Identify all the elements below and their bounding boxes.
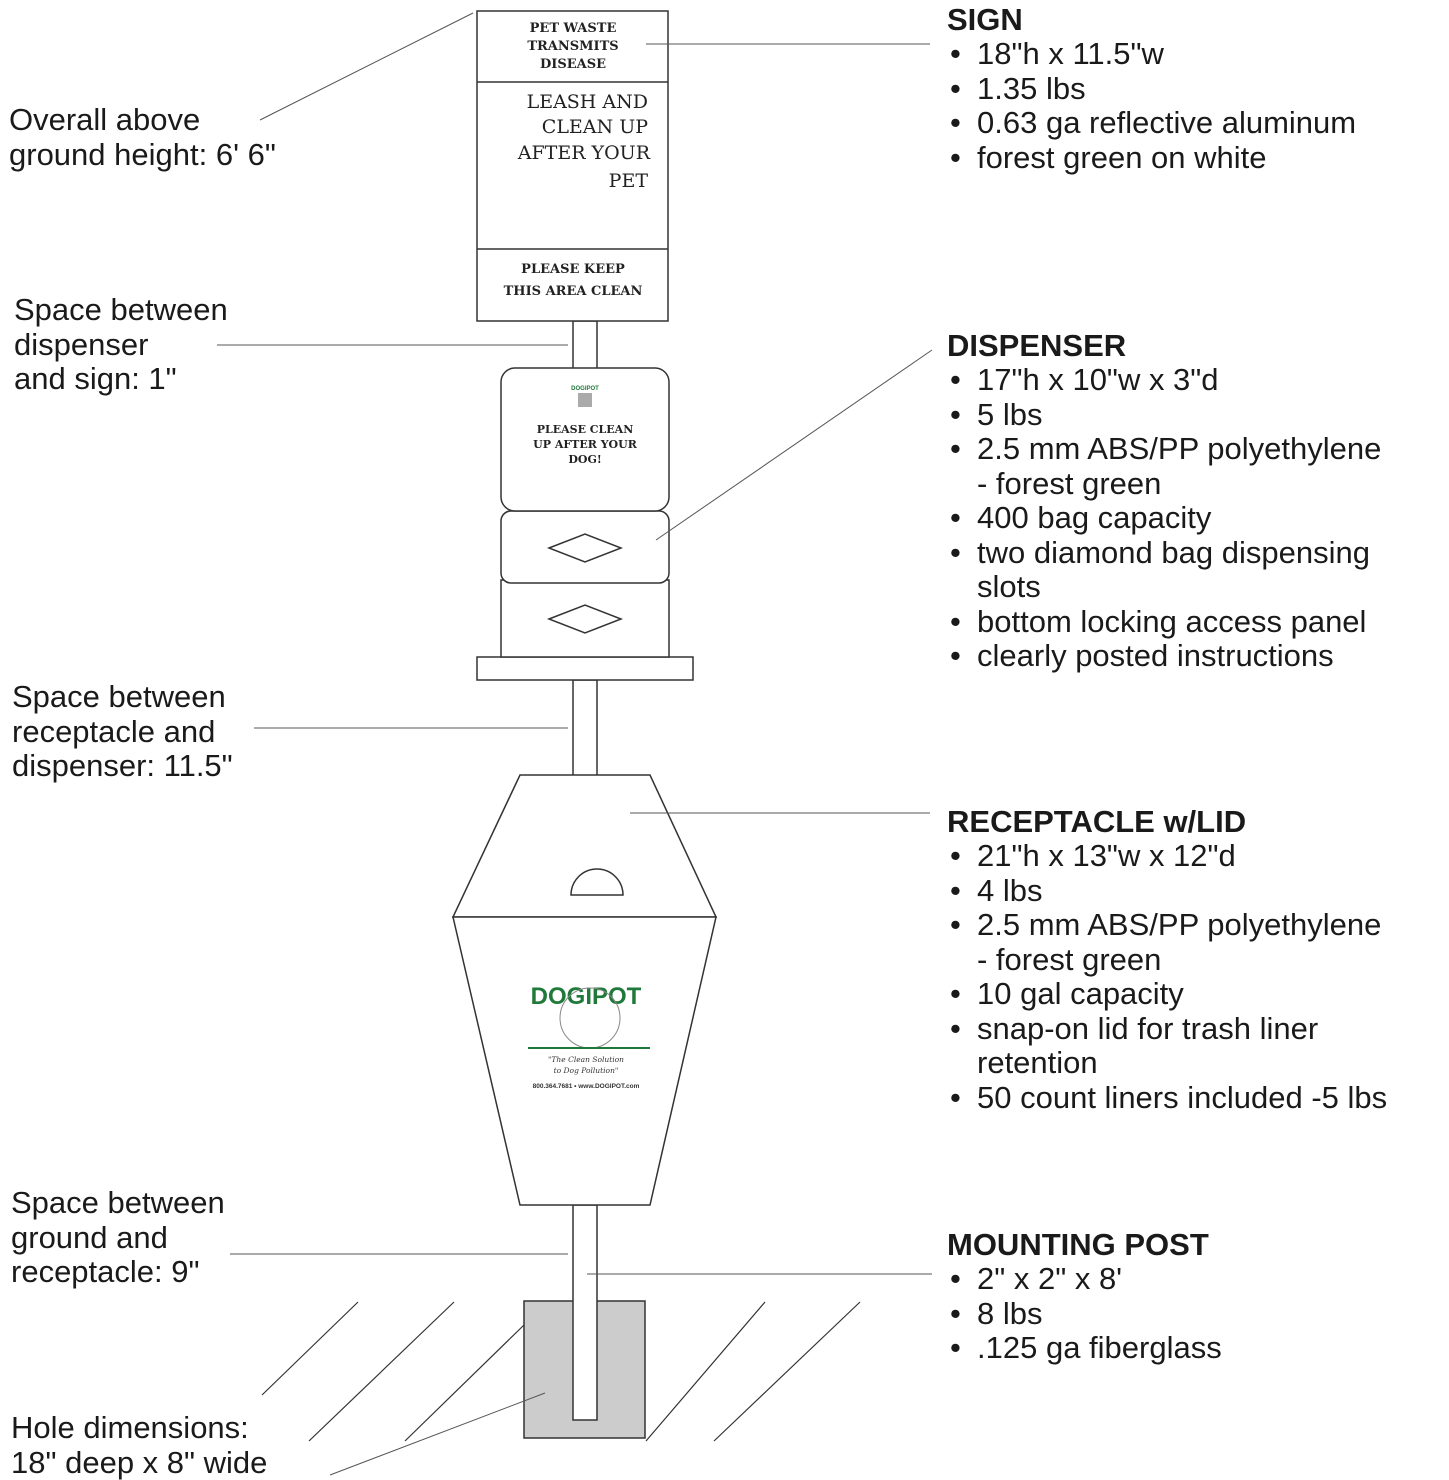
dispenser-text-2: UP AFTER YOUR bbox=[533, 438, 638, 451]
spec-item: •0.63 ga reflective aluminum bbox=[950, 105, 1357, 140]
spec-item: •1.35 lbs bbox=[950, 70, 1086, 106]
receptacle-contact: 800.364.7681 • www.DOGIPOT.com bbox=[533, 1083, 640, 1090]
sign-top-3: DISEASE bbox=[540, 57, 606, 72]
spec-receptacle: RECEPTACLE w/LID •21"h x 13"w x 12"d •4 … bbox=[947, 805, 1387, 1115]
sign-top-1: PET WASTE bbox=[530, 21, 617, 36]
spec-item: •8 lbs bbox=[950, 1295, 1043, 1331]
spec-item: •snap-on lid for trash liner bbox=[950, 1010, 1319, 1046]
spec-item: •18"h x 11.5"w bbox=[950, 36, 1164, 71]
spec-item: •2.5 mm ABS/PP polyethylene bbox=[950, 431, 1382, 466]
receptacle: DOGIPOT "The Clean Solution to Dog Pollu… bbox=[451, 774, 718, 1206]
hole-dimensions-label: Hole dimensions: 18" deep x 8" wide bbox=[11, 1410, 268, 1480]
spec-item-continued: retention bbox=[977, 1045, 1098, 1080]
ground-gap-label: Space between ground and receptacle: 9" bbox=[11, 1185, 225, 1289]
sign-gap-label: Space between dispenser and sign: 1" bbox=[14, 292, 228, 396]
spec-post: MOUNTING POST •2" x 2" x 8' •8 lbs •.125… bbox=[947, 1228, 1222, 1366]
spec-item: •17"h x 10"w x 3"d bbox=[950, 362, 1219, 397]
receptacle-tagline-2: to Dog Pollution" bbox=[554, 1066, 619, 1075]
sign-mid-4: PET bbox=[609, 170, 649, 192]
dispenser-shelf bbox=[476, 656, 694, 681]
receptacle-body bbox=[452, 916, 717, 1206]
sign-bottom-2: THIS AREA CLEAN bbox=[504, 284, 643, 299]
diamond-slot-upper-icon bbox=[546, 533, 624, 563]
spec-item: •50 count liners included -5 lbs bbox=[950, 1079, 1388, 1115]
sign: PET WASTE TRANSMITS DISEASE LEASH AND CL… bbox=[476, 10, 669, 322]
spec-dispenser: DISPENSER •17"h x 10"w x 3"d •5 lbs •2.5… bbox=[947, 329, 1381, 674]
dispenser-top bbox=[500, 367, 670, 512]
spec-item: •21"h x 13"w x 12"d bbox=[950, 838, 1236, 873]
spec-item-continued: slots bbox=[977, 569, 1041, 604]
spec-item: •2.5 mm ABS/PP polyethylene bbox=[950, 907, 1382, 942]
dispenser-text-3: DOG! bbox=[568, 453, 601, 466]
sign-mid-2: CLEAN UP bbox=[542, 116, 648, 138]
diamond-slot-lower-icon bbox=[546, 604, 624, 634]
spec-post-title: MOUNTING POST bbox=[947, 1227, 1209, 1262]
spec-item-continued: - forest green bbox=[977, 941, 1162, 977]
receptacle-tagline-1: "The Clean Solution bbox=[548, 1055, 624, 1064]
spec-item: •400 bag capacity bbox=[950, 500, 1212, 535]
dispenser-text-1: PLEASE CLEAN bbox=[537, 423, 634, 436]
spec-item: •.125 ga fiberglass bbox=[950, 1330, 1222, 1365]
spec-item: •10 gal capacity bbox=[950, 976, 1184, 1011]
spec-item: •bottom locking access panel bbox=[950, 603, 1367, 639]
spec-receptacle-title: RECEPTACLE w/LID bbox=[947, 804, 1247, 839]
sign-panel bbox=[476, 10, 669, 322]
dispenser-logo: DOGIPOT bbox=[571, 386, 599, 392]
leader-lines bbox=[217, 12, 933, 1476]
spec-sign-title: SIGN bbox=[947, 2, 1023, 37]
dispenser-gap-label: Space between receptacle and dispenser: … bbox=[12, 679, 233, 783]
spec-item: •clearly posted instructions bbox=[950, 638, 1334, 673]
spec-item: •2" x 2" x 8' bbox=[950, 1261, 1123, 1296]
sign-mid-3: AFTER YOUR bbox=[517, 142, 651, 164]
sign-bottom-1: PLEASE KEEP bbox=[521, 262, 625, 277]
receptacle-logo: DOGIPOT bbox=[531, 983, 642, 1010]
sign-top-2: TRANSMITS bbox=[527, 39, 618, 54]
spec-item: •two diamond bag dispensing bbox=[950, 534, 1370, 570]
dispenser: DOGIPOT PLEASE CLEAN UP AFTER YOUR DOG! bbox=[476, 367, 694, 681]
spec-item-continued: - forest green bbox=[977, 465, 1162, 501]
spec-dispenser-title: DISPENSER bbox=[947, 328, 1127, 363]
spec-item: •5 lbs bbox=[950, 396, 1043, 432]
dog-emblem-small-icon bbox=[578, 393, 592, 407]
ground-hatching bbox=[261, 1301, 861, 1442]
receptacle-opening bbox=[570, 868, 624, 896]
sign-mid-1: LEASH AND bbox=[527, 91, 648, 113]
spec-sign: SIGN •18"h x 11.5"w •1.35 lbs •0.63 ga r… bbox=[947, 3, 1356, 175]
spec-item: •forest green on white bbox=[950, 139, 1267, 175]
spec-item: •4 lbs bbox=[950, 872, 1043, 908]
overall-height-label: Overall above ground height: 6' 6" bbox=[9, 102, 276, 172]
